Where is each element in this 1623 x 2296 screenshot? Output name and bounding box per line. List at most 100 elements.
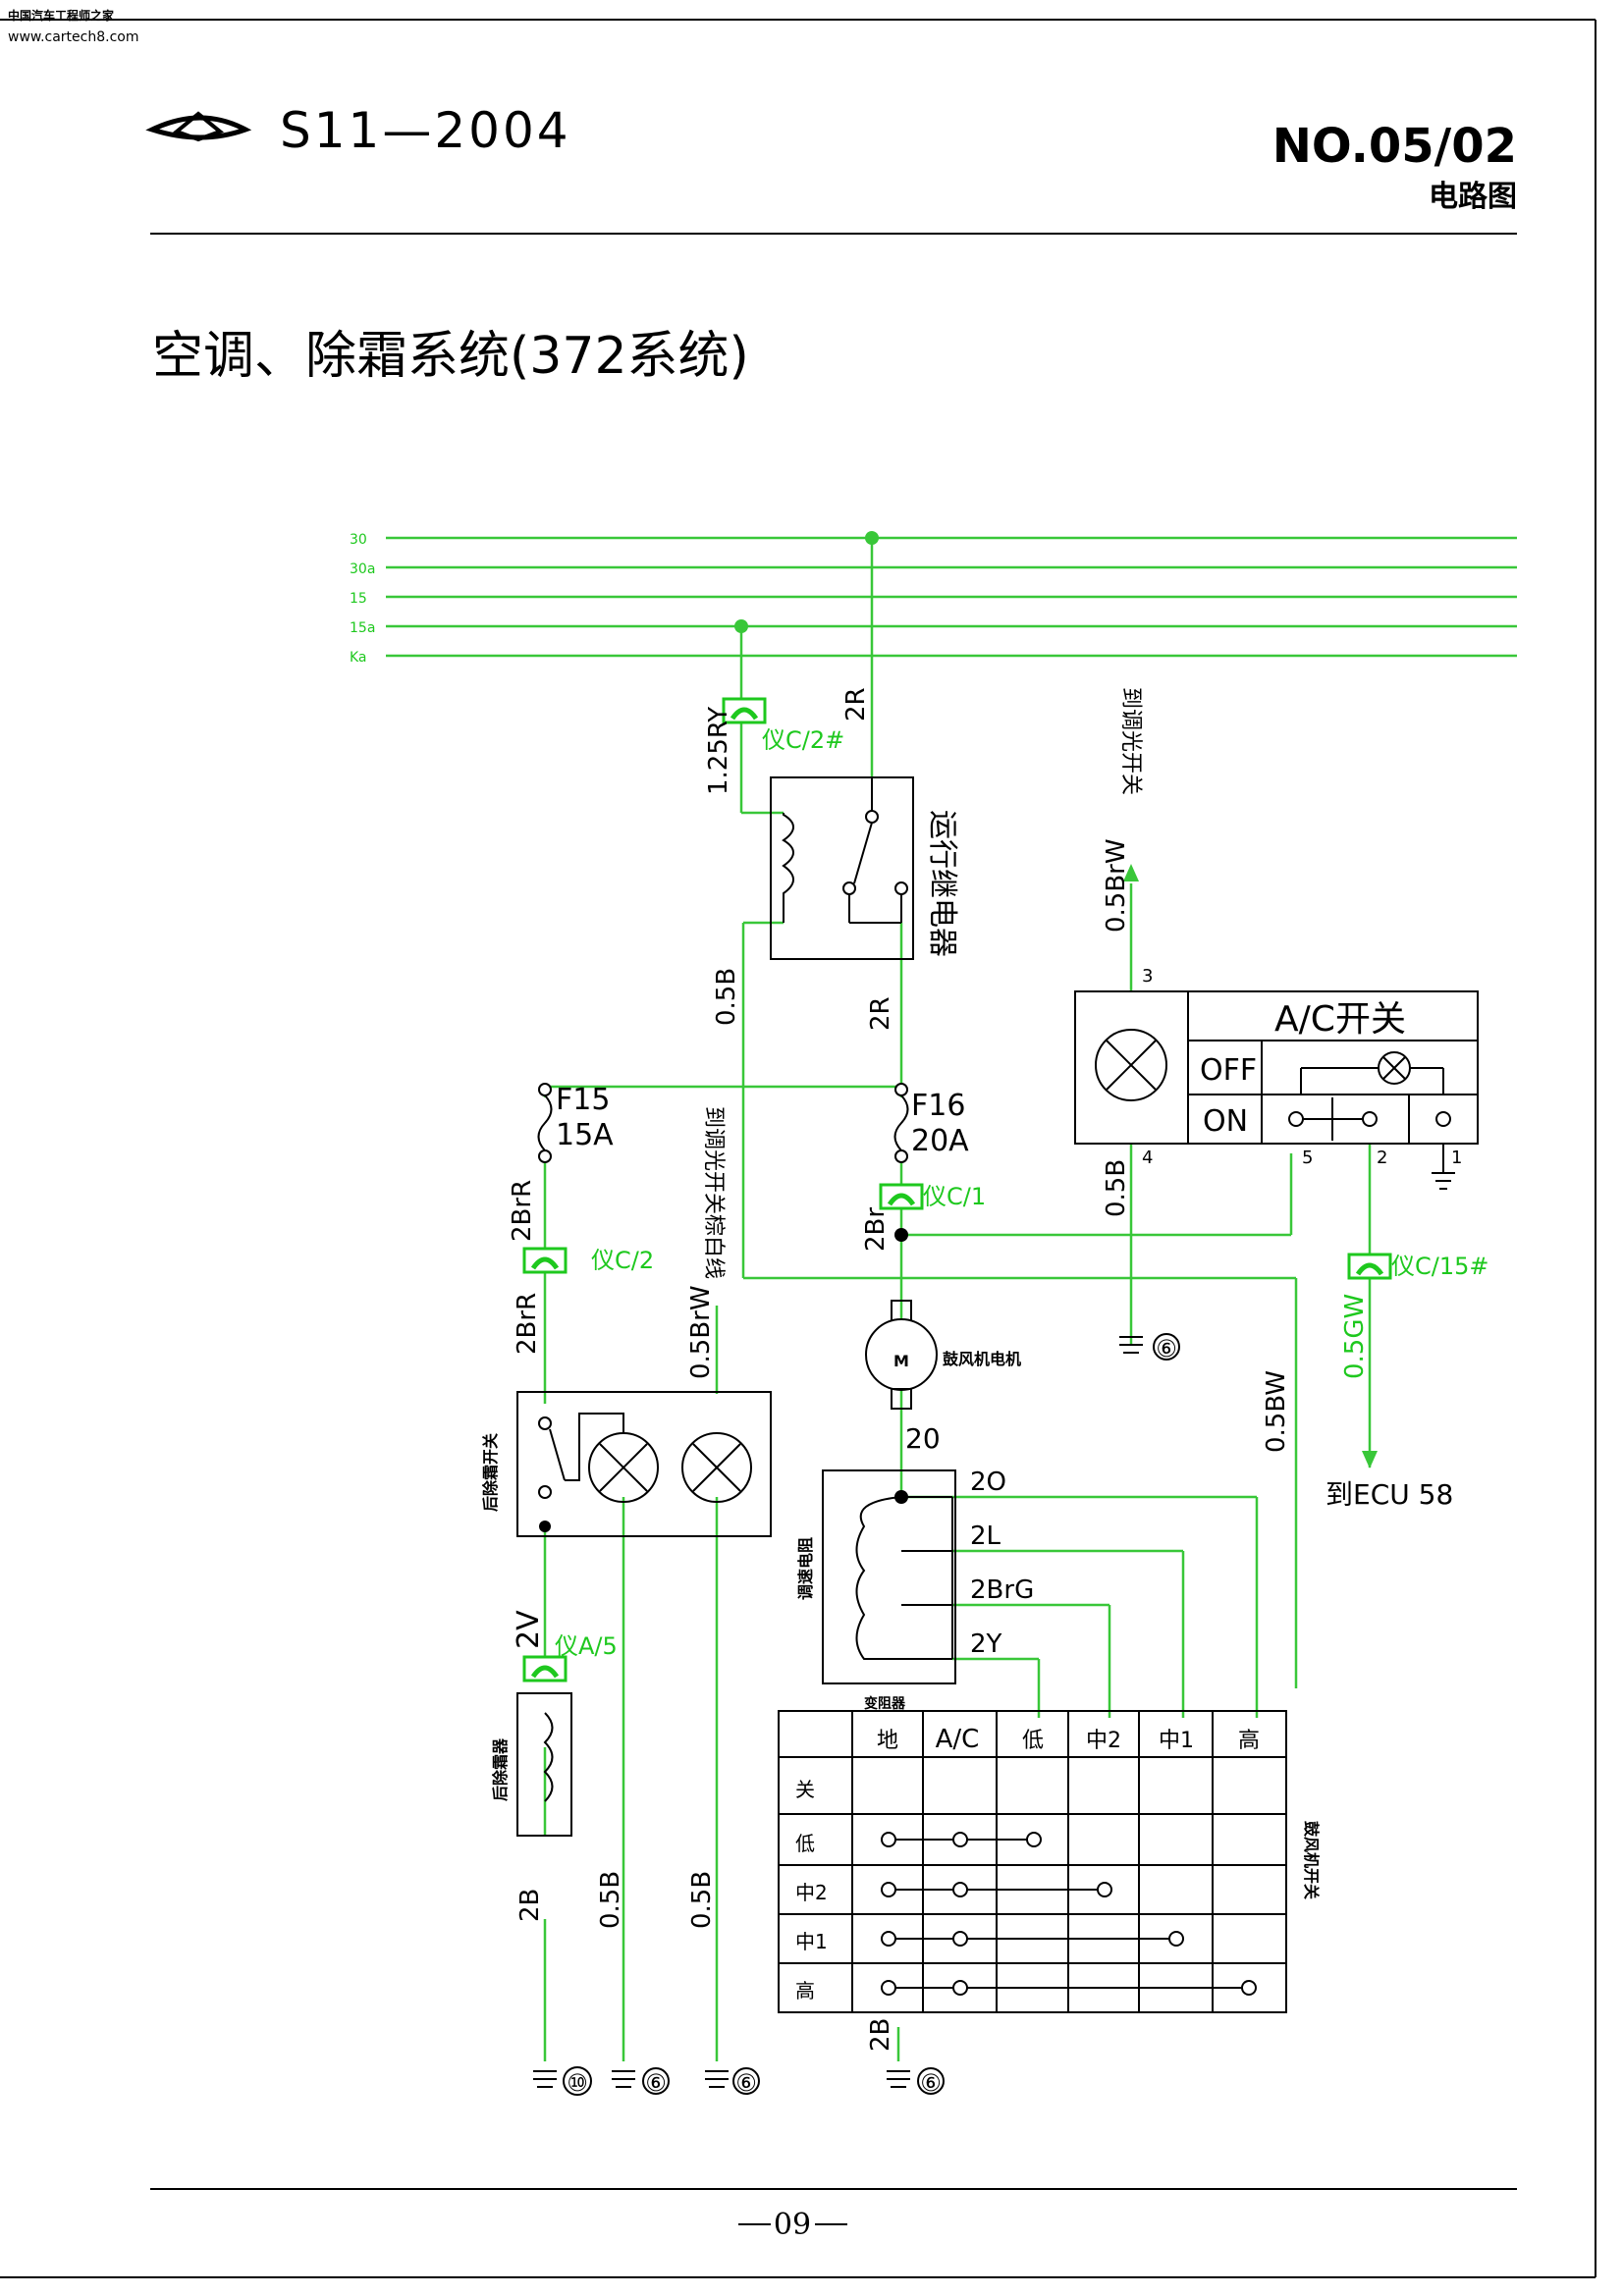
ac-switch [1074, 990, 1479, 1190]
rear-heater-label: 后除霜器 [491, 1737, 510, 1801]
junction-dot [894, 1228, 908, 1242]
ac-switch-on: ON [1203, 1104, 1248, 1139]
pin-label: 5 [1302, 1148, 1313, 1168]
connector-icon [522, 1247, 568, 1274]
relay-label: 运行继电器 [925, 810, 959, 957]
to-dimmer-brown-note: 到调光开关棕白线 [701, 1106, 726, 1279]
wire-label: 20 [905, 1422, 941, 1455]
fan-table-column: 地 [877, 1729, 898, 1753]
model-code: S11—2004 [280, 102, 571, 159]
wire-label: 2BrR [513, 1293, 542, 1355]
fan-switch-table [778, 1710, 1287, 2013]
bus-label-15a: 15a [350, 620, 375, 636]
ground-icon [1119, 1333, 1180, 1361]
motor-label: 鼓风机电机 [943, 1350, 1021, 1368]
wire-label: 0.5B [712, 968, 741, 1026]
pin-label: 3 [1142, 966, 1153, 987]
page-title: 空调、除霜系统(372系统) [152, 327, 749, 386]
bus-label-ka: Ka [350, 650, 367, 666]
fan-table-column: 低 [1022, 1729, 1044, 1753]
wire-label: 0.5BrW [686, 1285, 716, 1379]
speed-resistor [822, 1469, 956, 1684]
fuse-f16-rating: 20A [911, 1124, 969, 1158]
watermark-site-name: 中国汽车工程师之家 [8, 8, 115, 23]
arrow-up-icon [1123, 864, 1139, 881]
motor-letter: M [893, 1352, 909, 1370]
ground-icon [533, 2066, 592, 2096]
fan-switch-label: 鼓风机开关 [1302, 1821, 1321, 1899]
ground-number: ⑥ [1156, 1335, 1177, 1362]
pin-label: 4 [1142, 1148, 1153, 1168]
fuse-f15-rating: 15A [556, 1118, 614, 1152]
document-type: 电路图 [1429, 180, 1517, 214]
wire-label: 1.25RY [704, 707, 733, 795]
fan-table-column: 中1 [1159, 1729, 1194, 1753]
connector-icon [1347, 1253, 1392, 1280]
fuse-icon [537, 1083, 553, 1163]
ac-switch-off: OFF [1200, 1053, 1257, 1088]
ground-number: ⑥ [920, 2069, 942, 2097]
pin-label: 2 [1377, 1148, 1387, 1168]
fuse-f15-name: F15 [556, 1083, 610, 1117]
wire-label: 2BrR [508, 1180, 537, 1242]
connector-icon [879, 1183, 924, 1210]
wire-label: 0.5B [687, 1871, 717, 1929]
fan-table-header-note: 变阻器 [864, 1695, 906, 1712]
fan-table-column: 中2 [1086, 1729, 1121, 1753]
fan-table-row: 关 [795, 1778, 815, 1801]
page-number: 09 [774, 2208, 811, 2242]
fan-table-row: 中2 [795, 1881, 828, 1904]
power-bus [386, 536, 1517, 658]
pin-label: 1 [1451, 1148, 1462, 1168]
wire-label: 0.5B [596, 1871, 625, 1929]
junction-dot [539, 1521, 551, 1532]
fan-table-column: 高 [1238, 1729, 1260, 1753]
fan-switch-contacts [881, 1832, 1257, 1996]
fan-table-row: 低 [795, 1832, 815, 1855]
fan-table-column: A/C [936, 1725, 980, 1754]
resistor-tap: 2O [970, 1468, 1006, 1497]
bus-label-30: 30 [350, 532, 367, 548]
wire-label: 0.5GW [1340, 1294, 1370, 1379]
to-dimmer-note: 到调光开关 [1118, 687, 1143, 795]
page-frame [0, 19, 1596, 2278]
wires [543, 538, 1372, 2061]
wire-label: 0.5BW [1262, 1370, 1291, 1453]
brand-logo [145, 111, 252, 142]
wire-label: 2Br [861, 1207, 891, 1252]
connector-icon [522, 1655, 568, 1682]
fan-table-row: 中1 [795, 1930, 828, 1953]
fuse-f16-name: F16 [911, 1089, 965, 1123]
wire-label: 2B [515, 1889, 545, 1922]
wire-label: 0.5B [1102, 1159, 1131, 1217]
document-number: NO.05/02 [1272, 119, 1517, 174]
to-ecu-label: 到ECU 58 [1325, 1478, 1453, 1511]
arrow-down-icon [1362, 1451, 1378, 1468]
ground-icon [705, 2067, 760, 2095]
wire-label: 2B [866, 2018, 895, 2052]
resistor-label: 调速电阻 [796, 1537, 815, 1600]
watermark-url: www.cartech8.com [8, 29, 138, 45]
connector-label: 仪C/2 [591, 1247, 654, 1274]
blower-motor [865, 1300, 938, 1410]
fuse-icon [893, 1083, 909, 1163]
connector-label: 仪C/2# [762, 726, 844, 754]
run-relay [770, 776, 914, 960]
resistor-tap: 2BrG [970, 1575, 1034, 1605]
connector-label: 仪C/1 [923, 1183, 986, 1210]
fan-table-row: 高 [795, 1979, 815, 2002]
wire-label: 2V [512, 1610, 546, 1649]
rear-defrost-switch [516, 1391, 772, 1537]
ground-number: ⑥ [735, 2069, 757, 2097]
wire-label: 2R [841, 687, 871, 721]
connector-icon [722, 697, 767, 724]
connector-label: 仪C/15# [1391, 1253, 1489, 1280]
bus-label-30a: 30a [350, 561, 375, 577]
bus-label-15: 15 [350, 591, 367, 607]
rear-switch-label: 后除霜开关 [481, 1433, 500, 1512]
ground-icon [612, 2067, 670, 2095]
resistor-tap: 2L [970, 1522, 1001, 1551]
rear-defroster [516, 1692, 572, 1837]
wire-label: 2R [866, 996, 895, 1031]
